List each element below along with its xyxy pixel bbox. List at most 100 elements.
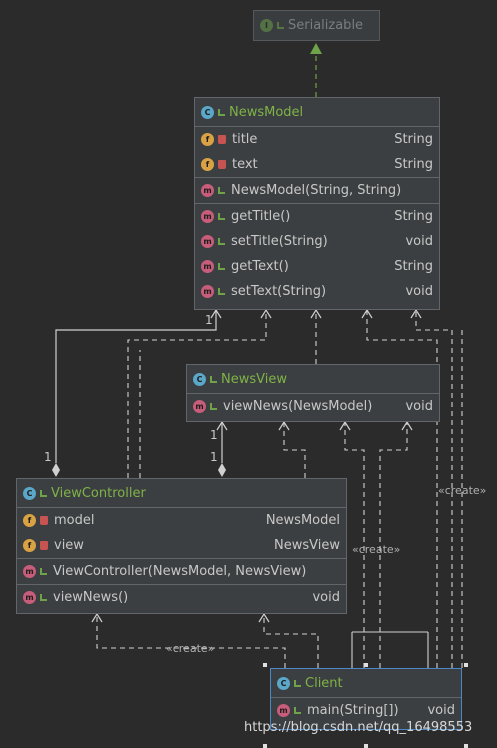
public-visibility-icon: [277, 22, 284, 29]
client-model-create-edge: [410, 308, 463, 668]
client-vc-create-edge: [91, 612, 286, 668]
dependency-vc-model-edge: [127, 308, 272, 478]
method-row[interactable]: m viewNews(NewsModel) void: [187, 394, 439, 419]
public-visibility-icon: [210, 403, 217, 410]
selection-handle[interactable]: [263, 744, 267, 748]
method-row[interactable]: m getTitle() String: [195, 204, 439, 229]
multiplicity-label: 1: [44, 450, 52, 464]
constructor-row[interactable]: m ViewController(NewsModel, NewsView): [17, 559, 346, 584]
client-name: Client: [305, 675, 343, 691]
public-visibility-icon: [40, 568, 47, 575]
news-view-box[interactable]: C NewsView m viewNews(NewsModel) void: [186, 364, 440, 422]
view-controller-box[interactable]: C ViewController f model NewsModel f vie…: [16, 478, 347, 614]
news-model-header: C NewsModel: [195, 98, 439, 127]
public-visibility-icon: [218, 263, 225, 270]
class-icon: C: [201, 105, 214, 119]
method-row[interactable]: m setText(String) void: [195, 279, 439, 304]
method-icon: m: [201, 184, 214, 197]
method-row[interactable]: m main(String[]) void: [271, 698, 461, 723]
class-icon: C: [277, 676, 290, 690]
realization-edge: [310, 43, 322, 97]
method-name: getText(): [231, 259, 289, 274]
field-name: text: [232, 157, 258, 172]
method-name: viewNews(NewsModel): [223, 399, 373, 414]
method-icon: m: [23, 565, 36, 578]
selection-handle[interactable]: [464, 744, 468, 748]
method-row[interactable]: m setTitle(String) void: [195, 229, 439, 254]
method-return-type: void: [427, 703, 455, 718]
field-icon: f: [23, 539, 36, 552]
public-visibility-icon: [218, 288, 225, 295]
method-return-type: void: [312, 590, 340, 605]
client-view-create-edge: [379, 420, 413, 668]
public-visibility-icon: [40, 489, 47, 497]
selection-handle[interactable]: [364, 744, 368, 748]
realization-arrowhead: [310, 43, 322, 54]
private-lock-icon: [40, 541, 48, 550]
serializable-box[interactable]: I Serializable: [253, 10, 380, 41]
create-stereotype-label: «create»: [352, 543, 401, 556]
public-visibility-icon: [218, 238, 225, 245]
news-model-box[interactable]: C NewsModel f title String f text String…: [194, 97, 440, 310]
public-visibility-icon: [294, 707, 301, 714]
constructor-name: NewsModel(String, String): [231, 183, 402, 198]
field-row[interactable]: f model NewsModel: [17, 508, 346, 533]
news-model-methods: m getTitle() String m setTitle(String) v…: [195, 204, 439, 304]
client-extra-edge: [351, 631, 429, 668]
view-controller-methods: m viewNews() void: [17, 585, 346, 610]
news-model-fields: f title String f text String: [195, 127, 439, 178]
interface-icon: I: [260, 19, 273, 32]
composition-diamond: [52, 463, 60, 477]
private-lock-icon: [218, 135, 226, 144]
field-row[interactable]: f title String: [195, 127, 439, 152]
public-visibility-icon: [218, 187, 225, 194]
composition-diamond: [218, 463, 226, 477]
dependency-vc-view-edge: [278, 420, 306, 478]
create-stereotype-label: «create»: [438, 484, 487, 497]
serializable-name: Serializable: [288, 18, 364, 33]
selection-handle[interactable]: [364, 663, 368, 667]
method-icon: m: [201, 235, 214, 248]
method-name: getTitle(): [231, 209, 291, 224]
field-name: view: [54, 538, 84, 553]
field-type: NewsModel: [265, 513, 340, 528]
public-visibility-icon: [40, 594, 47, 601]
field-icon: f: [201, 133, 214, 146]
public-visibility-icon: [294, 679, 301, 687]
news-model-name: NewsModel: [229, 104, 304, 120]
field-row[interactable]: f view NewsView: [17, 533, 346, 558]
method-icon: m: [23, 591, 36, 604]
method-name: viewNews(): [53, 590, 129, 605]
constructor-row[interactable]: m NewsModel(String, String): [195, 178, 439, 203]
field-icon: f: [23, 514, 36, 527]
client-box[interactable]: C Client m main(String[]) void: [270, 668, 462, 730]
view-controller-constructors: m ViewController(NewsModel, NewsView): [17, 559, 346, 585]
client-methods: m main(String[]) void: [271, 698, 461, 723]
method-icon: m: [277, 704, 290, 717]
method-row[interactable]: m viewNews() void: [17, 585, 346, 610]
news-view-methods: m viewNews(NewsModel) void: [187, 394, 439, 419]
news-view-name: NewsView: [221, 371, 287, 387]
method-return-type: String: [394, 259, 433, 274]
dependency-view-model-edge: [310, 308, 322, 364]
news-view-header: C NewsView: [187, 365, 439, 394]
multiplicity-label: 1: [205, 313, 213, 327]
client-vc-edge: [258, 612, 319, 668]
selection-handle[interactable]: [464, 663, 468, 667]
association-view-edge: [216, 420, 228, 477]
public-visibility-icon: [218, 108, 225, 116]
watermark-url: https://blog.csdn.net/qq_16498553: [244, 720, 473, 735]
method-name: setText(String): [231, 284, 327, 299]
client-view-edge: [339, 420, 365, 668]
field-row[interactable]: f text String: [195, 152, 439, 177]
method-row[interactable]: m getText() String: [195, 254, 439, 279]
selection-handle[interactable]: [263, 663, 267, 667]
method-icon: m: [201, 285, 214, 298]
association-model-edge: [52, 308, 222, 477]
field-icon: f: [201, 158, 214, 171]
field-name: title: [232, 132, 258, 147]
method-icon: m: [193, 400, 206, 413]
method-return-type: void: [405, 234, 433, 249]
public-visibility-icon: [218, 213, 225, 220]
